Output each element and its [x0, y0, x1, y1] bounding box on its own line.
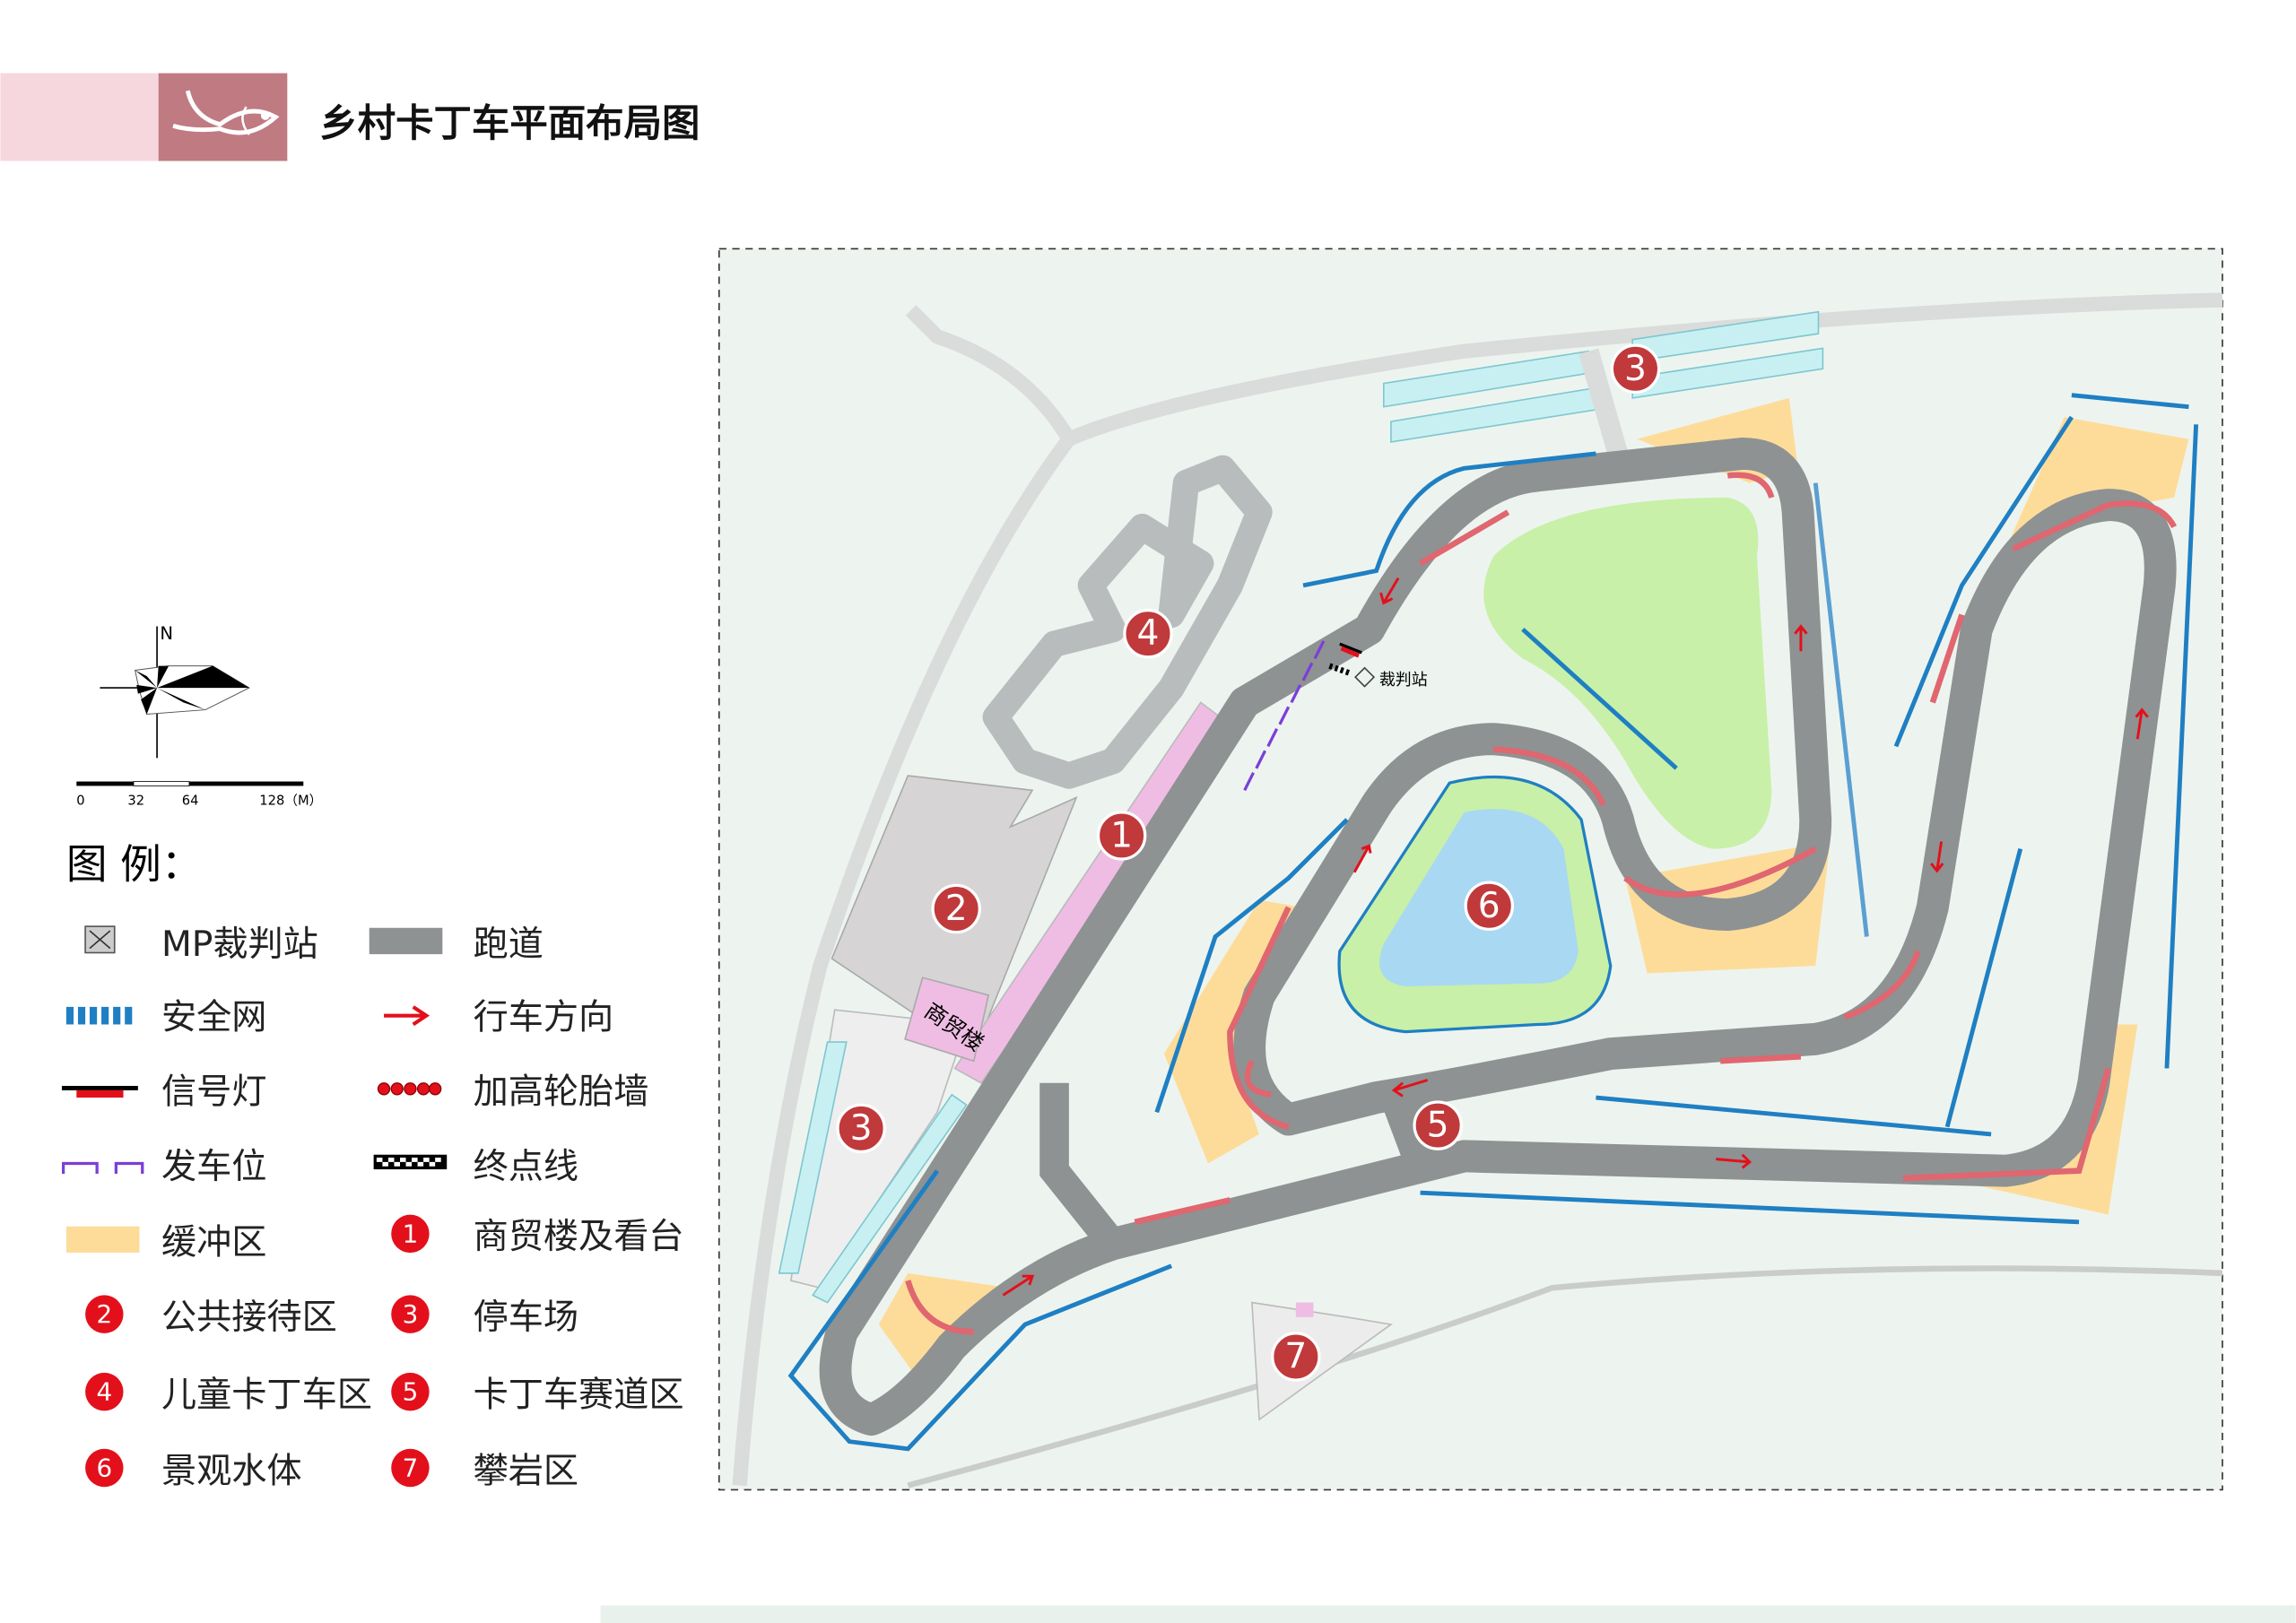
parking-lot-left	[778, 1009, 968, 1304]
svg-text:3: 3	[403, 1299, 419, 1329]
legend-label: 景观水体	[161, 1451, 302, 1491]
legend-label: 公共接待区	[161, 1298, 337, 1338]
svg-text:4: 4	[1137, 613, 1160, 654]
scale-tick: 32	[127, 794, 144, 809]
map-marker-7: 7	[1271, 1332, 1321, 1382]
climbing-area	[1251, 1301, 1393, 1421]
marker-7-icon: 7	[391, 1448, 430, 1488]
fish-icon	[172, 90, 280, 135]
safety-net-icon	[65, 1006, 133, 1025]
svg-text:1: 1	[1110, 815, 1133, 855]
svg-text:4: 4	[96, 1377, 112, 1407]
grass-area	[1483, 497, 1772, 849]
direction-arrow-icon	[1002, 577, 2149, 1297]
legend-label: 商贸楼及看台	[474, 1217, 684, 1257]
referee-station-icon	[1354, 666, 1376, 688]
tire-wall-icon	[377, 1082, 442, 1096]
svg-text:5: 5	[1427, 1106, 1449, 1146]
safety-nets	[787, 393, 2199, 1452]
legend-label: 儿童卡丁车区	[161, 1375, 372, 1415]
svg-text:2: 2	[96, 1299, 112, 1329]
finish-line-icon	[1328, 663, 1352, 676]
marker-4-icon: 4	[85, 1372, 124, 1411]
marker-3-icon: 3	[391, 1295, 430, 1333]
svg-text:3: 3	[1624, 349, 1647, 389]
svg-text:6: 6	[96, 1453, 112, 1482]
legend-label: 停车场	[474, 1298, 578, 1338]
kids-track	[982, 455, 1273, 789]
roads	[732, 292, 2223, 1488]
legend-title: 图 例：	[66, 840, 203, 888]
finish-line-icon	[373, 1154, 448, 1170]
compass-rose-icon: N	[100, 623, 250, 759]
map-marker-4: 4	[1123, 608, 1173, 659]
legend-label: 缓冲区	[161, 1223, 266, 1263]
track-swatch	[369, 927, 443, 955]
signal-light-icon	[61, 1086, 138, 1098]
map-marker-6: 6	[1464, 881, 1515, 932]
climbing-structure	[1295, 1302, 1314, 1317]
scale-tick: 0	[76, 794, 84, 809]
legend-label: 攀岩区	[474, 1451, 578, 1491]
start-grid-icon	[1243, 640, 1326, 792]
bottom-strip	[600, 1605, 2296, 1623]
page-title: 乡村卡丁车平面布局图	[319, 102, 700, 146]
scale-tick: 64	[182, 794, 199, 809]
svg-text:7: 7	[1284, 1336, 1307, 1376]
svg-text:2: 2	[945, 889, 968, 929]
legend-label: MP裁判站	[161, 924, 318, 965]
referee-station-icon	[84, 925, 116, 954]
map-marker-2: 2	[931, 883, 981, 934]
legend: 图 例： MP裁判站 跑道 安全网 行车方向 信号灯 加高轮胎墙 发车位 终点线…	[61, 840, 684, 1491]
header: 乡村卡丁车平面布局图	[0, 73, 700, 161]
north-label: N	[160, 623, 173, 644]
signal-light-icon	[1339, 642, 1362, 658]
map-marker-3: 3	[836, 1103, 886, 1154]
legend-label: 发车位	[161, 1147, 266, 1187]
start-grid-icon	[61, 1161, 144, 1174]
business-building	[904, 976, 990, 1063]
map-marker-1: 1	[1096, 811, 1147, 861]
direction-arrow-icon	[384, 1005, 430, 1027]
svg-text:6: 6	[1478, 886, 1500, 926]
tire-walls	[905, 472, 2178, 1335]
buffer-swatch	[65, 1226, 140, 1254]
legend-label: 加高轮胎墙	[474, 1072, 649, 1113]
legend-label: 终点线	[474, 1147, 578, 1187]
marker-6-icon: 6	[85, 1448, 124, 1488]
map-marker-3-top: 3	[1610, 343, 1661, 395]
legend-label: 卡丁车赛道区	[474, 1375, 684, 1415]
map-marker-5: 5	[1413, 1100, 1463, 1150]
marker-1-icon: 1	[391, 1214, 430, 1254]
marker-2-icon: 2	[85, 1295, 124, 1333]
marker-5-icon: 5	[391, 1372, 430, 1411]
header-band	[0, 73, 159, 161]
legend-label: 信号灯	[161, 1072, 266, 1113]
svg-text:5: 5	[403, 1377, 419, 1407]
legend-label: 安全网	[161, 997, 266, 1037]
legend-label: 行车方向	[474, 997, 614, 1037]
svg-text:7: 7	[403, 1453, 419, 1482]
track-branch	[1039, 1082, 1125, 1254]
svg-text:1: 1	[403, 1219, 419, 1248]
legend-label: 跑道	[474, 924, 544, 965]
scale-bar: 0 32 64 128（M）	[76, 781, 322, 809]
referee-station-label: 裁判站	[1379, 671, 1428, 690]
parking-lot	[1382, 310, 1824, 457]
svg-text:3: 3	[850, 1108, 873, 1149]
scale-tick: 128（M）	[259, 794, 322, 809]
site-map: 商贸楼	[718, 247, 2223, 1491]
race-track	[819, 437, 2177, 1436]
